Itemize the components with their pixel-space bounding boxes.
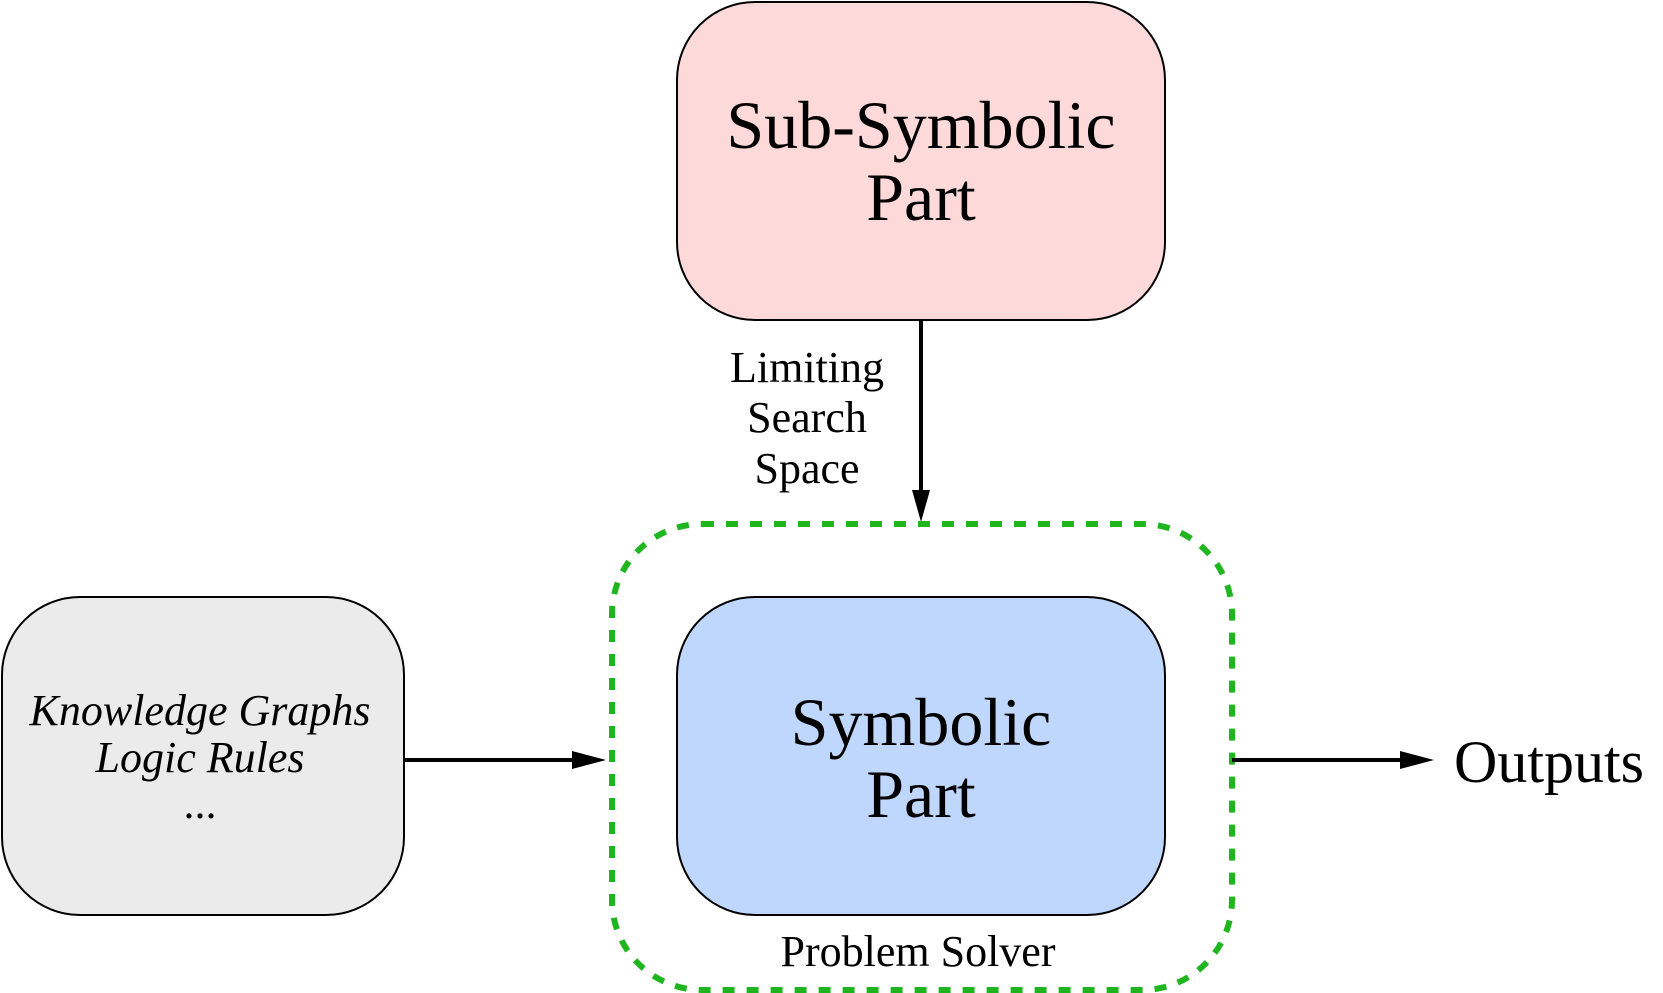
knowledge-edge xyxy=(404,751,606,769)
subsymbolic-node: Sub-Symbolic Part xyxy=(676,1,1166,321)
symbolic-node: Symbolic Part xyxy=(676,596,1166,916)
outputs-arrowhead xyxy=(1400,751,1434,769)
knowledge-label-line2: Logic Rules xyxy=(95,733,305,782)
symbolic-label-line2: Part xyxy=(866,756,976,832)
knowledge-node: Knowledge Graphs Logic Rules ... xyxy=(1,596,405,916)
symbolic-box xyxy=(676,596,1166,916)
knowledge-arrowhead xyxy=(572,751,606,769)
limiting-label-line2: Search xyxy=(747,393,867,442)
limiting-label-line1: Limiting xyxy=(730,343,884,392)
problem-solver-group: Problem Solver xyxy=(609,521,1235,993)
subsymbolic-label-line1: Sub-Symbolic xyxy=(726,87,1115,163)
outputs-label: Outputs xyxy=(1454,729,1644,795)
knowledge-label-line3: ... xyxy=(184,779,217,828)
subsymbolic-label-line2: Part xyxy=(866,159,976,235)
problem-solver-label: Problem Solver xyxy=(781,927,1056,976)
knowledge-box xyxy=(1,596,405,916)
symbolic-label-line1: Symbolic xyxy=(791,684,1052,760)
knowledge-label-line1: Knowledge Graphs xyxy=(29,686,371,735)
limiting-search-space-edge: Limiting Search Space xyxy=(730,320,930,522)
problem-solver-border xyxy=(609,521,1235,993)
outputs-edge: Outputs xyxy=(1232,729,1644,795)
limiting-label-line3: Space xyxy=(754,444,859,493)
limiting-arrowhead xyxy=(912,490,930,522)
